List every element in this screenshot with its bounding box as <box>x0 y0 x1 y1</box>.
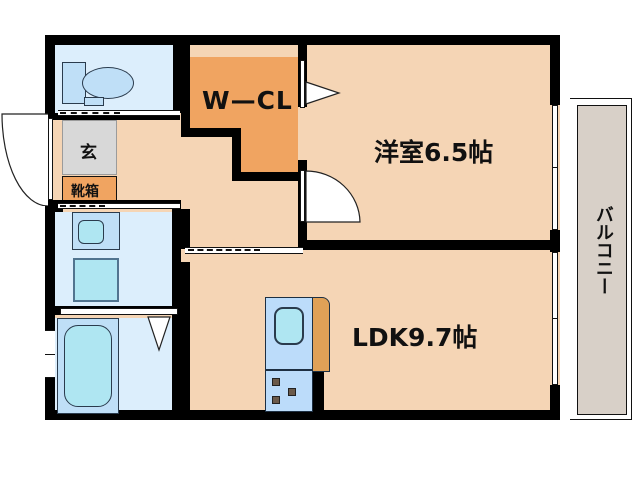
kitchen-sink-basin <box>274 307 304 345</box>
bedroom-door-swing <box>305 170 361 223</box>
wall-exterior-left-upper <box>45 35 55 113</box>
washing-machine-space <box>73 258 119 302</box>
wall-bathroom-right <box>172 315 181 415</box>
bedroom-door-panel[interactable] <box>300 170 305 222</box>
balcony-label: バルコニー <box>592 205 614 295</box>
wall-toilet-right <box>173 45 181 113</box>
balcony-slab <box>577 105 627 415</box>
burner-icon-3 <box>272 396 280 404</box>
bathroom-door-fold <box>147 316 171 352</box>
kitchen-counter <box>312 297 330 372</box>
wall-kitchen-stub <box>310 372 324 414</box>
wall-closet-bottom <box>232 172 307 181</box>
wall-toilet-bottom <box>55 113 180 120</box>
wall-bedroom-ldk <box>298 240 553 250</box>
wall-washroom-right <box>172 200 181 312</box>
wall-exterior-left-lower <box>45 200 55 420</box>
toilet-door-dash <box>60 112 120 114</box>
balcony-window-bedroom-mullion <box>552 167 558 168</box>
washroom-door[interactable] <box>58 203 180 209</box>
ldk-label: LDK9.7帖 <box>352 323 478 352</box>
entrance-door-panel[interactable] <box>48 118 53 200</box>
wall-exterior-bottom <box>45 410 560 420</box>
bathroom-door-panel[interactable] <box>60 308 178 315</box>
shoe-cabinet-label: 靴箱 <box>71 184 99 200</box>
wall-corridor-ldk-divider <box>181 209 190 249</box>
balcony-outer-rail <box>570 98 632 420</box>
wall-corridor-ldk-divider-lower <box>181 262 190 412</box>
wall-exterior-right-mid <box>550 230 560 252</box>
genkan-label: 玄 <box>80 143 97 163</box>
washroom-door-dash <box>60 205 105 207</box>
balcony-window-ldk-mullion <box>552 318 558 319</box>
wall-exterior-right-top <box>550 35 560 105</box>
bedroom-label: 洋室6.5帖 <box>374 138 494 167</box>
toilet-base <box>84 97 104 106</box>
wall-closet-left <box>181 45 190 137</box>
closet-door-fold <box>305 81 341 105</box>
closet-label: W—CL <box>202 86 293 115</box>
wall-exterior-top <box>45 35 560 45</box>
closet-door-panel[interactable] <box>300 60 305 108</box>
burner-icon-1 <box>272 378 280 386</box>
wall-closet-step-vert <box>232 128 241 180</box>
bathtub <box>64 325 112 407</box>
entrance-door-swing <box>1 113 49 206</box>
genkan-tile <box>62 120 117 175</box>
wall-exterior-right-bottom <box>550 385 560 420</box>
burner-icon-2 <box>288 388 296 396</box>
wall-closet-bottom-left <box>181 128 241 137</box>
closet-fill-upper <box>190 57 298 135</box>
bathroom-window-mullion <box>45 354 55 355</box>
wall-exterior-left-mid <box>45 113 55 120</box>
toilet-bowl <box>82 67 134 99</box>
ldk-sliding-door-dash <box>188 249 260 251</box>
washbasin-bowl <box>78 220 104 244</box>
